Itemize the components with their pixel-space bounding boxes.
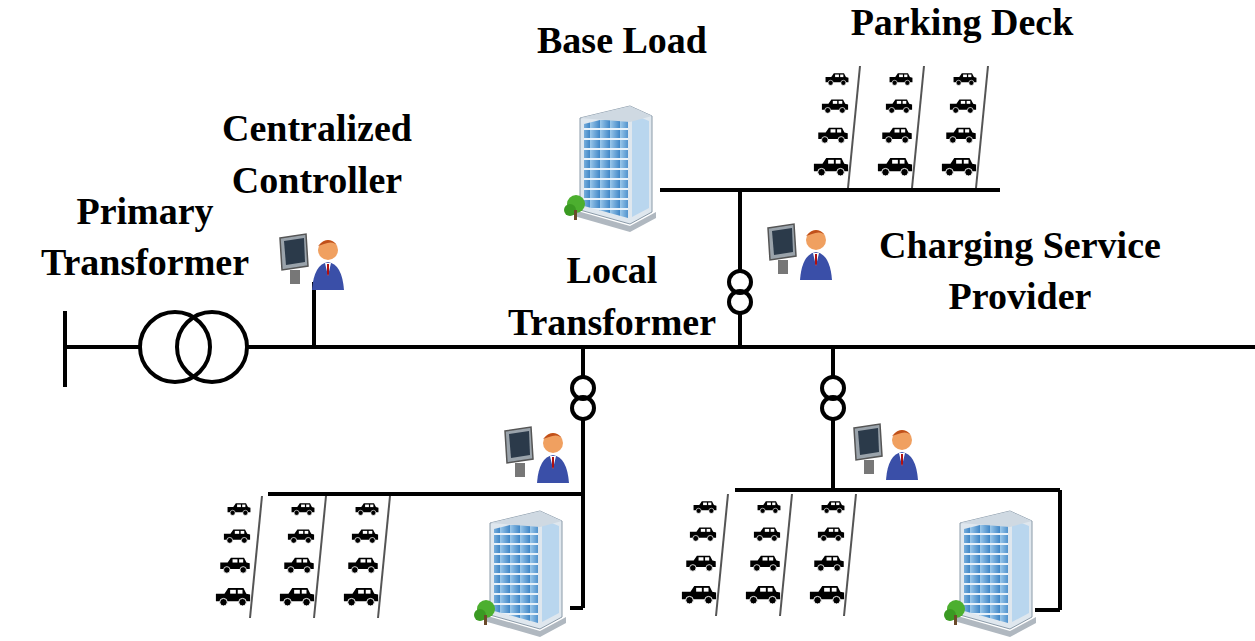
building-icon <box>474 511 566 637</box>
building-icon <box>564 106 656 232</box>
component-label: Local Transformer <box>487 244 737 348</box>
provider-icon <box>768 224 832 280</box>
parking-deck-icon <box>682 494 856 616</box>
building-icon <box>944 511 1036 637</box>
component-label: Base Load <box>472 14 772 66</box>
component-label: Primary Transformer <box>14 186 276 288</box>
provider-icon <box>854 424 918 480</box>
component-label: Charging Service Provider <box>840 220 1200 322</box>
parking-deck-icon <box>814 66 988 188</box>
component-label: Centralized Controller <box>187 102 447 206</box>
controller-icon <box>280 234 344 290</box>
provider-icon <box>505 427 569 483</box>
component-label: Parking Deck <box>802 0 1122 44</box>
parking-deck-icon <box>216 496 390 618</box>
